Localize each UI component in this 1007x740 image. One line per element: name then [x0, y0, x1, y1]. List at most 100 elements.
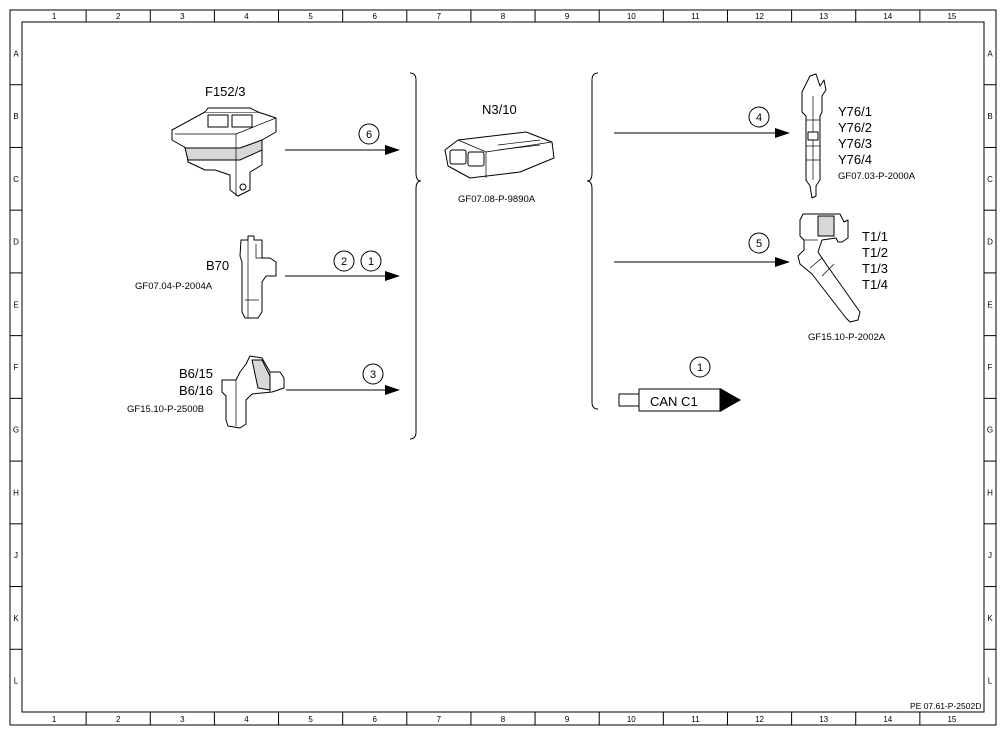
grid-row-label-right: D — [987, 238, 993, 247]
inner-frame — [21, 21, 985, 713]
grid-col-label-bottom: 11 — [691, 715, 700, 724]
brace-right — [586, 72, 599, 410]
grid-col-label-bottom: 13 — [819, 715, 828, 724]
grid-row-label-right: E — [987, 300, 992, 309]
grid-row-label-right: J — [988, 551, 992, 560]
grid-col-label-top: 2 — [116, 12, 121, 21]
n310-ref: GF07.08-P-9890A — [458, 194, 536, 205]
arrow-y76 — [775, 128, 790, 138]
grid-col-label-bottom: 8 — [501, 715, 506, 724]
grid-col-label-bottom: 5 — [308, 715, 313, 724]
grid-col-label-bottom: 6 — [373, 715, 378, 724]
svg-text:6: 6 — [366, 129, 372, 141]
t1-label-2: T1/2 — [862, 245, 888, 260]
t1-label-1: T1/1 — [862, 229, 888, 244]
arrow-f152 — [385, 145, 400, 155]
grid-col-label-top: 13 — [819, 12, 828, 21]
svg-text:4: 4 — [756, 112, 762, 124]
grid-row-label-left: G — [13, 426, 19, 435]
b6-label-2: B6/16 — [179, 383, 213, 398]
grid-row-label-right: C — [987, 175, 993, 184]
y76-ref: GF07.03-P-2000A — [838, 171, 916, 182]
grid-row-label-right: B — [987, 112, 992, 121]
b70-ref: GF07.04-P-2004A — [135, 281, 213, 292]
f152-label: F152/3 — [205, 84, 245, 99]
grid-col-label-bottom: 7 — [437, 715, 442, 724]
grid-col-label-bottom: 3 — [180, 715, 185, 724]
grid-col-label-top: 9 — [565, 12, 570, 21]
grid-row-label-right: A — [987, 49, 993, 58]
t1-label-4: T1/4 — [862, 277, 888, 292]
grid-col-label-bottom: 12 — [755, 715, 764, 724]
y76-label-4: Y76/4 — [838, 152, 872, 167]
f152-module-icon — [171, 107, 277, 197]
grid-col-label-top: 14 — [883, 12, 892, 21]
bubble-b6: 3 — [362, 363, 384, 385]
grid-col-label-bottom: 14 — [883, 715, 892, 724]
grid-col-label-top: 5 — [308, 12, 313, 21]
grid-row-label-right: K — [987, 614, 993, 623]
arrow-b6 — [385, 385, 400, 395]
n310-ecu-icon — [444, 131, 555, 179]
grid-row-label-left: K — [13, 614, 19, 623]
y76-label-1: Y76/1 — [838, 104, 872, 119]
arrow-b70 — [385, 271, 400, 281]
grid-row-label-left: C — [13, 175, 19, 184]
bubble-b70-a: 2 — [333, 250, 355, 272]
b70-sensor-icon — [239, 235, 277, 319]
bubble-t1: 5 — [748, 232, 770, 254]
grid-col-label-bottom: 2 — [116, 715, 121, 724]
b70-label: B70 — [206, 258, 229, 273]
b6-sensor-icon — [221, 355, 285, 429]
bubble-b70-b: 1 — [360, 250, 382, 272]
grid-row-label-left: A — [13, 49, 19, 58]
bubble-y76: 4 — [748, 106, 770, 128]
svg-text:1: 1 — [368, 256, 374, 268]
grid-row-label-left: E — [13, 300, 18, 309]
grid-labels: 1122334455667788991010111112121313141415… — [13, 12, 993, 724]
t1-label-3: T1/3 — [862, 261, 888, 276]
t1-coil-icon — [797, 213, 861, 323]
can-connector-icon — [618, 388, 741, 412]
grid-col-label-top: 11 — [691, 12, 700, 21]
b6-label-1: B6/15 — [179, 366, 213, 381]
brace-left — [409, 72, 422, 440]
y76-label-2: Y76/2 — [838, 120, 872, 135]
n310-label: N3/10 — [482, 102, 517, 117]
grid-row-label-left: J — [14, 551, 18, 560]
grid-row-label-right: G — [987, 426, 993, 435]
grid-row-label-left: L — [14, 677, 19, 686]
grid-col-label-bottom: 9 — [565, 715, 570, 724]
y76-injector-icon — [801, 73, 827, 199]
grid-col-label-bottom: 4 — [244, 715, 249, 724]
svg-text:3: 3 — [370, 369, 376, 381]
grid-col-label-top: 10 — [627, 12, 636, 21]
grid-row-label-left: H — [13, 488, 19, 497]
bubble-f152: 6 — [358, 123, 380, 145]
bubble-can: 1 — [689, 356, 711, 378]
grid-row-label-right: F — [988, 363, 993, 372]
svg-text:1: 1 — [697, 362, 703, 374]
can-label: CAN C1 — [650, 394, 698, 409]
svg-text:2: 2 — [341, 256, 347, 268]
grid-col-label-top: 7 — [437, 12, 442, 21]
grid-col-label-top: 8 — [501, 12, 506, 21]
b6-ref: GF15.10-P-2500B — [127, 404, 204, 415]
grid-ticks — [10, 10, 996, 725]
grid-row-label-left: F — [14, 363, 19, 372]
grid-col-label-top: 1 — [52, 12, 57, 21]
grid-col-label-top: 15 — [947, 12, 956, 21]
y76-label-3: Y76/3 — [838, 136, 872, 151]
grid-col-label-top: 3 — [180, 12, 185, 21]
grid-col-label-top: 4 — [244, 12, 249, 21]
grid-col-label-top: 12 — [755, 12, 764, 21]
grid-col-label-bottom: 15 — [947, 715, 956, 724]
grid-col-label-bottom: 10 — [627, 715, 636, 724]
doc-id: PE 07.61-P-2502D — [910, 701, 981, 711]
grid-col-label-bottom: 1 — [52, 715, 57, 724]
grid-row-label-left: D — [13, 238, 19, 247]
grid-row-label-right: L — [988, 677, 993, 686]
outer-frame — [9, 9, 997, 726]
